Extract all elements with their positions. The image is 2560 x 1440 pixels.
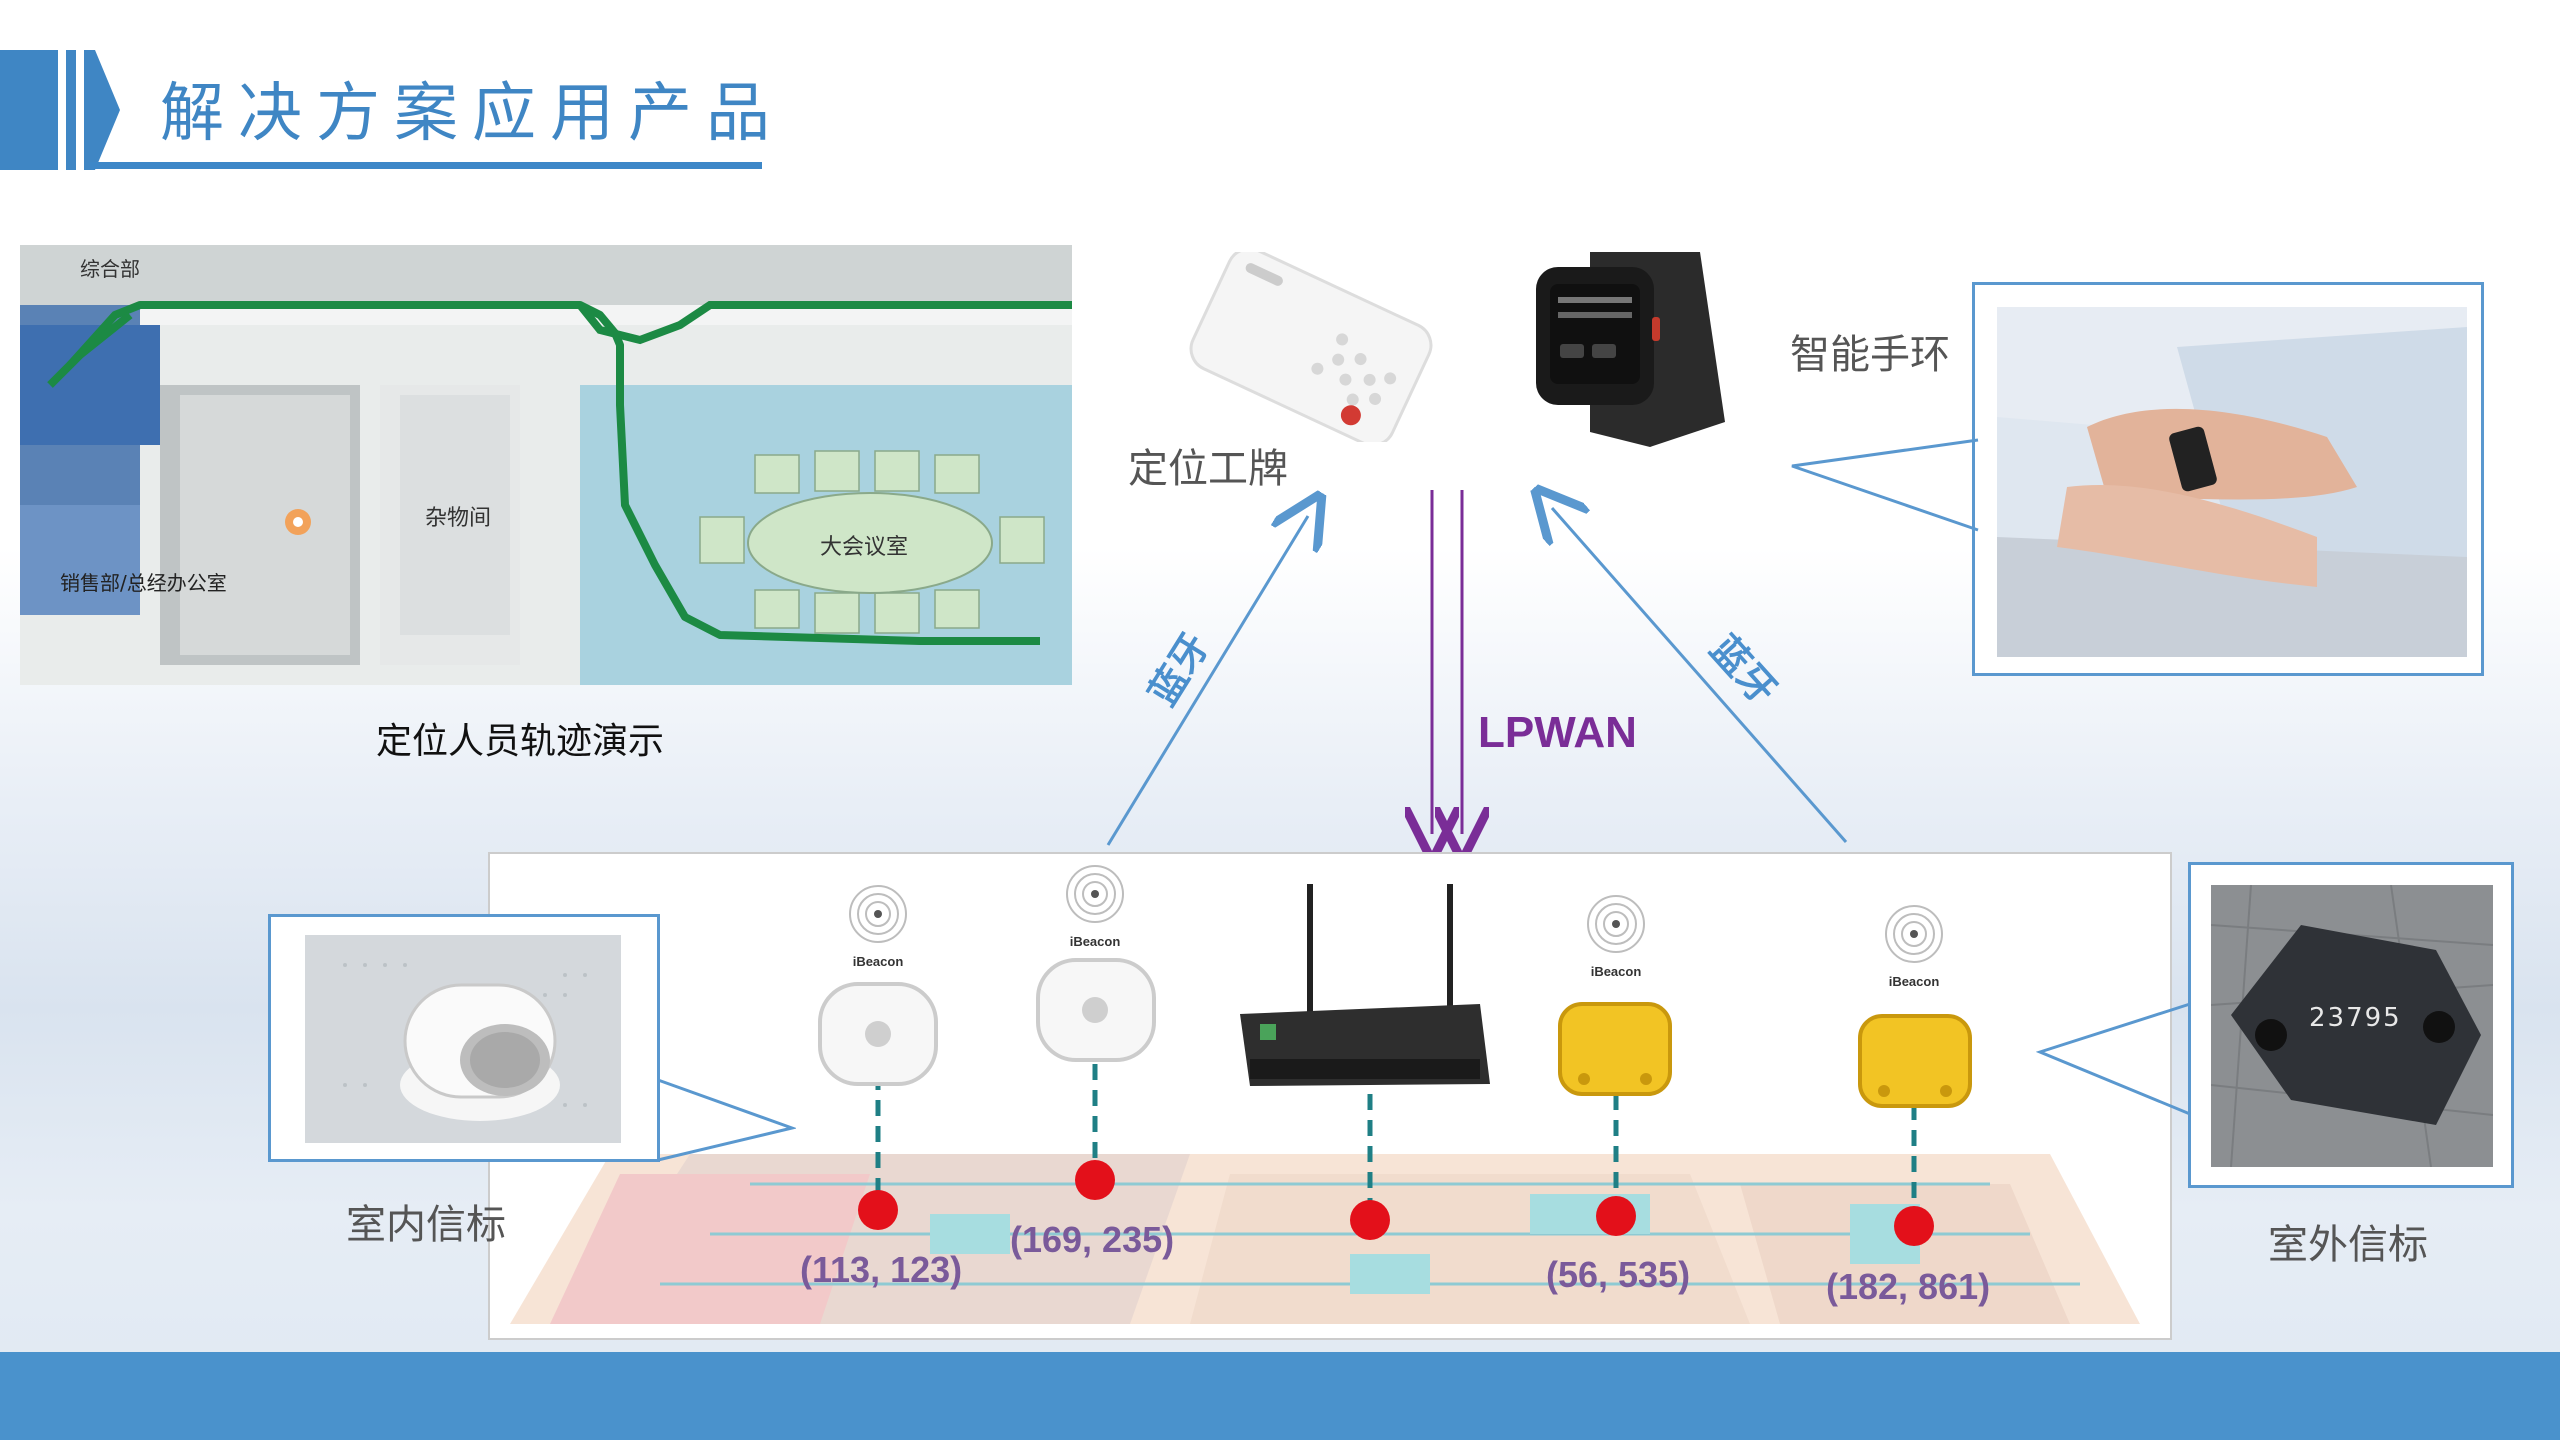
link-arrows [1106,480,1848,860]
beacon-coordinate: (169, 235) [1010,1219,1175,1260]
ibeacon-tag: iBeacon [1590,964,1642,979]
floorplan-caption: 定位人员轨迹演示 [376,721,665,762]
outdoor-beacon-serial: 23795 [2309,1003,2402,1033]
beacon-coordinate: (113, 123) [800,1249,963,1290]
room-label-office: 销售部/总经办公室 [60,571,227,595]
band-device-image [1530,232,1740,457]
outdoor-callout-pointer [2036,1002,2191,1116]
indoor-beacon-callout [268,914,660,1162]
outdoor-beacon-callout: 23795 [2188,862,2514,1188]
floorplan-map: 综合部 杂物间 大会议室 销售部/总经办公室 [20,245,1072,685]
band-label: 智能手环 [1790,332,1950,378]
room-label-general: 综合部 [80,257,140,281]
room-label-storage: 杂物间 [425,506,492,531]
title-underline [90,162,762,169]
bottom-bar [0,1352,2560,1440]
indoor-callout-pointer [657,1078,796,1162]
ibeacon-tag: iBeacon [1888,974,1940,989]
lpwan-label: LPWAN [1478,708,1637,757]
beacon-network-panel: iBeacon (113, 123) iBeacon (169, 235) iBeaco… [488,852,2172,1340]
badge-device-image [1166,247,1456,447]
indoor-beacon-label: 室内信标 [346,1202,506,1248]
beacon-coordinate: (56, 535) [1546,1254,1691,1295]
badge-label: 定位工牌 [1128,446,1288,492]
band-callout-pointer [1791,438,1979,532]
beacon-coordinate: (182, 861) [1826,1266,1991,1307]
outdoor-beacon-label: 室外信标 [2268,1222,2428,1268]
title-accent-icon [0,50,120,170]
page-title: 解决方案应用产品 [160,77,784,151]
band-wearing-callout [1972,282,2484,676]
room-label-meeting: 大会议室 [820,535,909,560]
ibeacon-tag: iBeacon [852,954,904,969]
ibeacon-tag: iBeacon [1069,934,1121,949]
